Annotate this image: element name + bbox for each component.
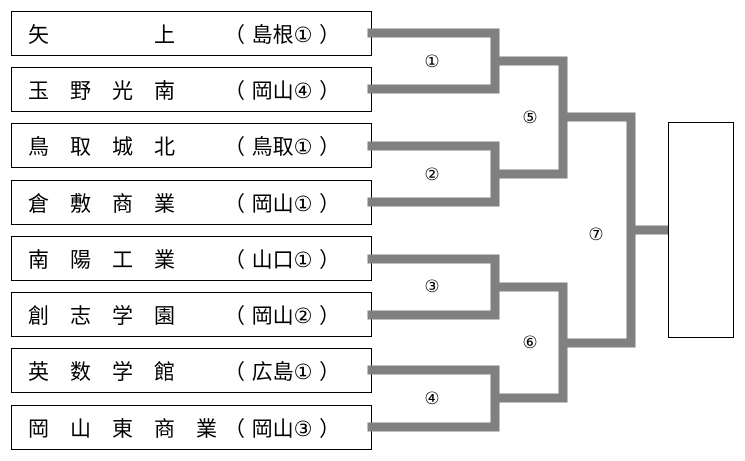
team-box-5: 南 陽 工 業 （ 山口① ） <box>11 236 372 281</box>
team-name: 岡 山 東 商 業 <box>28 416 217 441</box>
team-box-6: 創 志 学 園 （ 岡山② ） <box>11 292 372 337</box>
match-label-7: ⑦ <box>588 225 603 245</box>
team-prefecture: （ 岡山④ ） <box>224 78 341 103</box>
team-prefecture: （ 島根① ） <box>224 22 341 47</box>
match-label-6: ⑥ <box>522 333 537 353</box>
match-label-2: ② <box>424 165 439 185</box>
match-label-3: ③ <box>424 277 439 297</box>
team-box-4: 倉 敷 商 業 （ 岡山① ） <box>11 180 372 225</box>
team-name: 鳥 取 城 北 <box>28 134 175 159</box>
team-box-7: 英 数 学 館 （ 広島① ） <box>11 348 372 393</box>
match-label-5: ⑤ <box>522 108 537 128</box>
team-name: 玉 野 光 南 <box>28 78 175 103</box>
match-label-1: ① <box>424 52 439 72</box>
team-name: 創 志 学 園 <box>28 303 175 328</box>
match-label-4: ④ <box>424 389 439 409</box>
team-box-8: 岡 山 東 商 業 （ 岡山③ ） <box>11 405 372 450</box>
team-prefecture: （ 岡山② ） <box>224 303 341 328</box>
bracket-lines <box>367 28 673 432</box>
team-name: 英 数 学 館 <box>28 359 175 384</box>
winner-box <box>668 122 734 338</box>
team-name: 倉 敷 商 業 <box>28 191 175 216</box>
team-box-3: 鳥 取 城 北 （ 鳥取① ） <box>11 123 372 168</box>
team-prefecture: （ 広島① ） <box>224 359 341 384</box>
team-box-1: 矢 上 （ 島根① ） <box>11 11 372 56</box>
team-name: 南 陽 工 業 <box>28 247 175 272</box>
team-prefecture: （ 山口① ） <box>224 247 341 272</box>
team-name: 矢 上 <box>28 22 175 47</box>
team-prefecture: （ 岡山③ ） <box>224 416 341 441</box>
team-prefecture: （ 岡山① ） <box>224 191 341 216</box>
team-box-2: 玉 野 光 南 （ 岡山④ ） <box>11 67 372 112</box>
team-prefecture: （ 鳥取① ） <box>224 134 341 159</box>
